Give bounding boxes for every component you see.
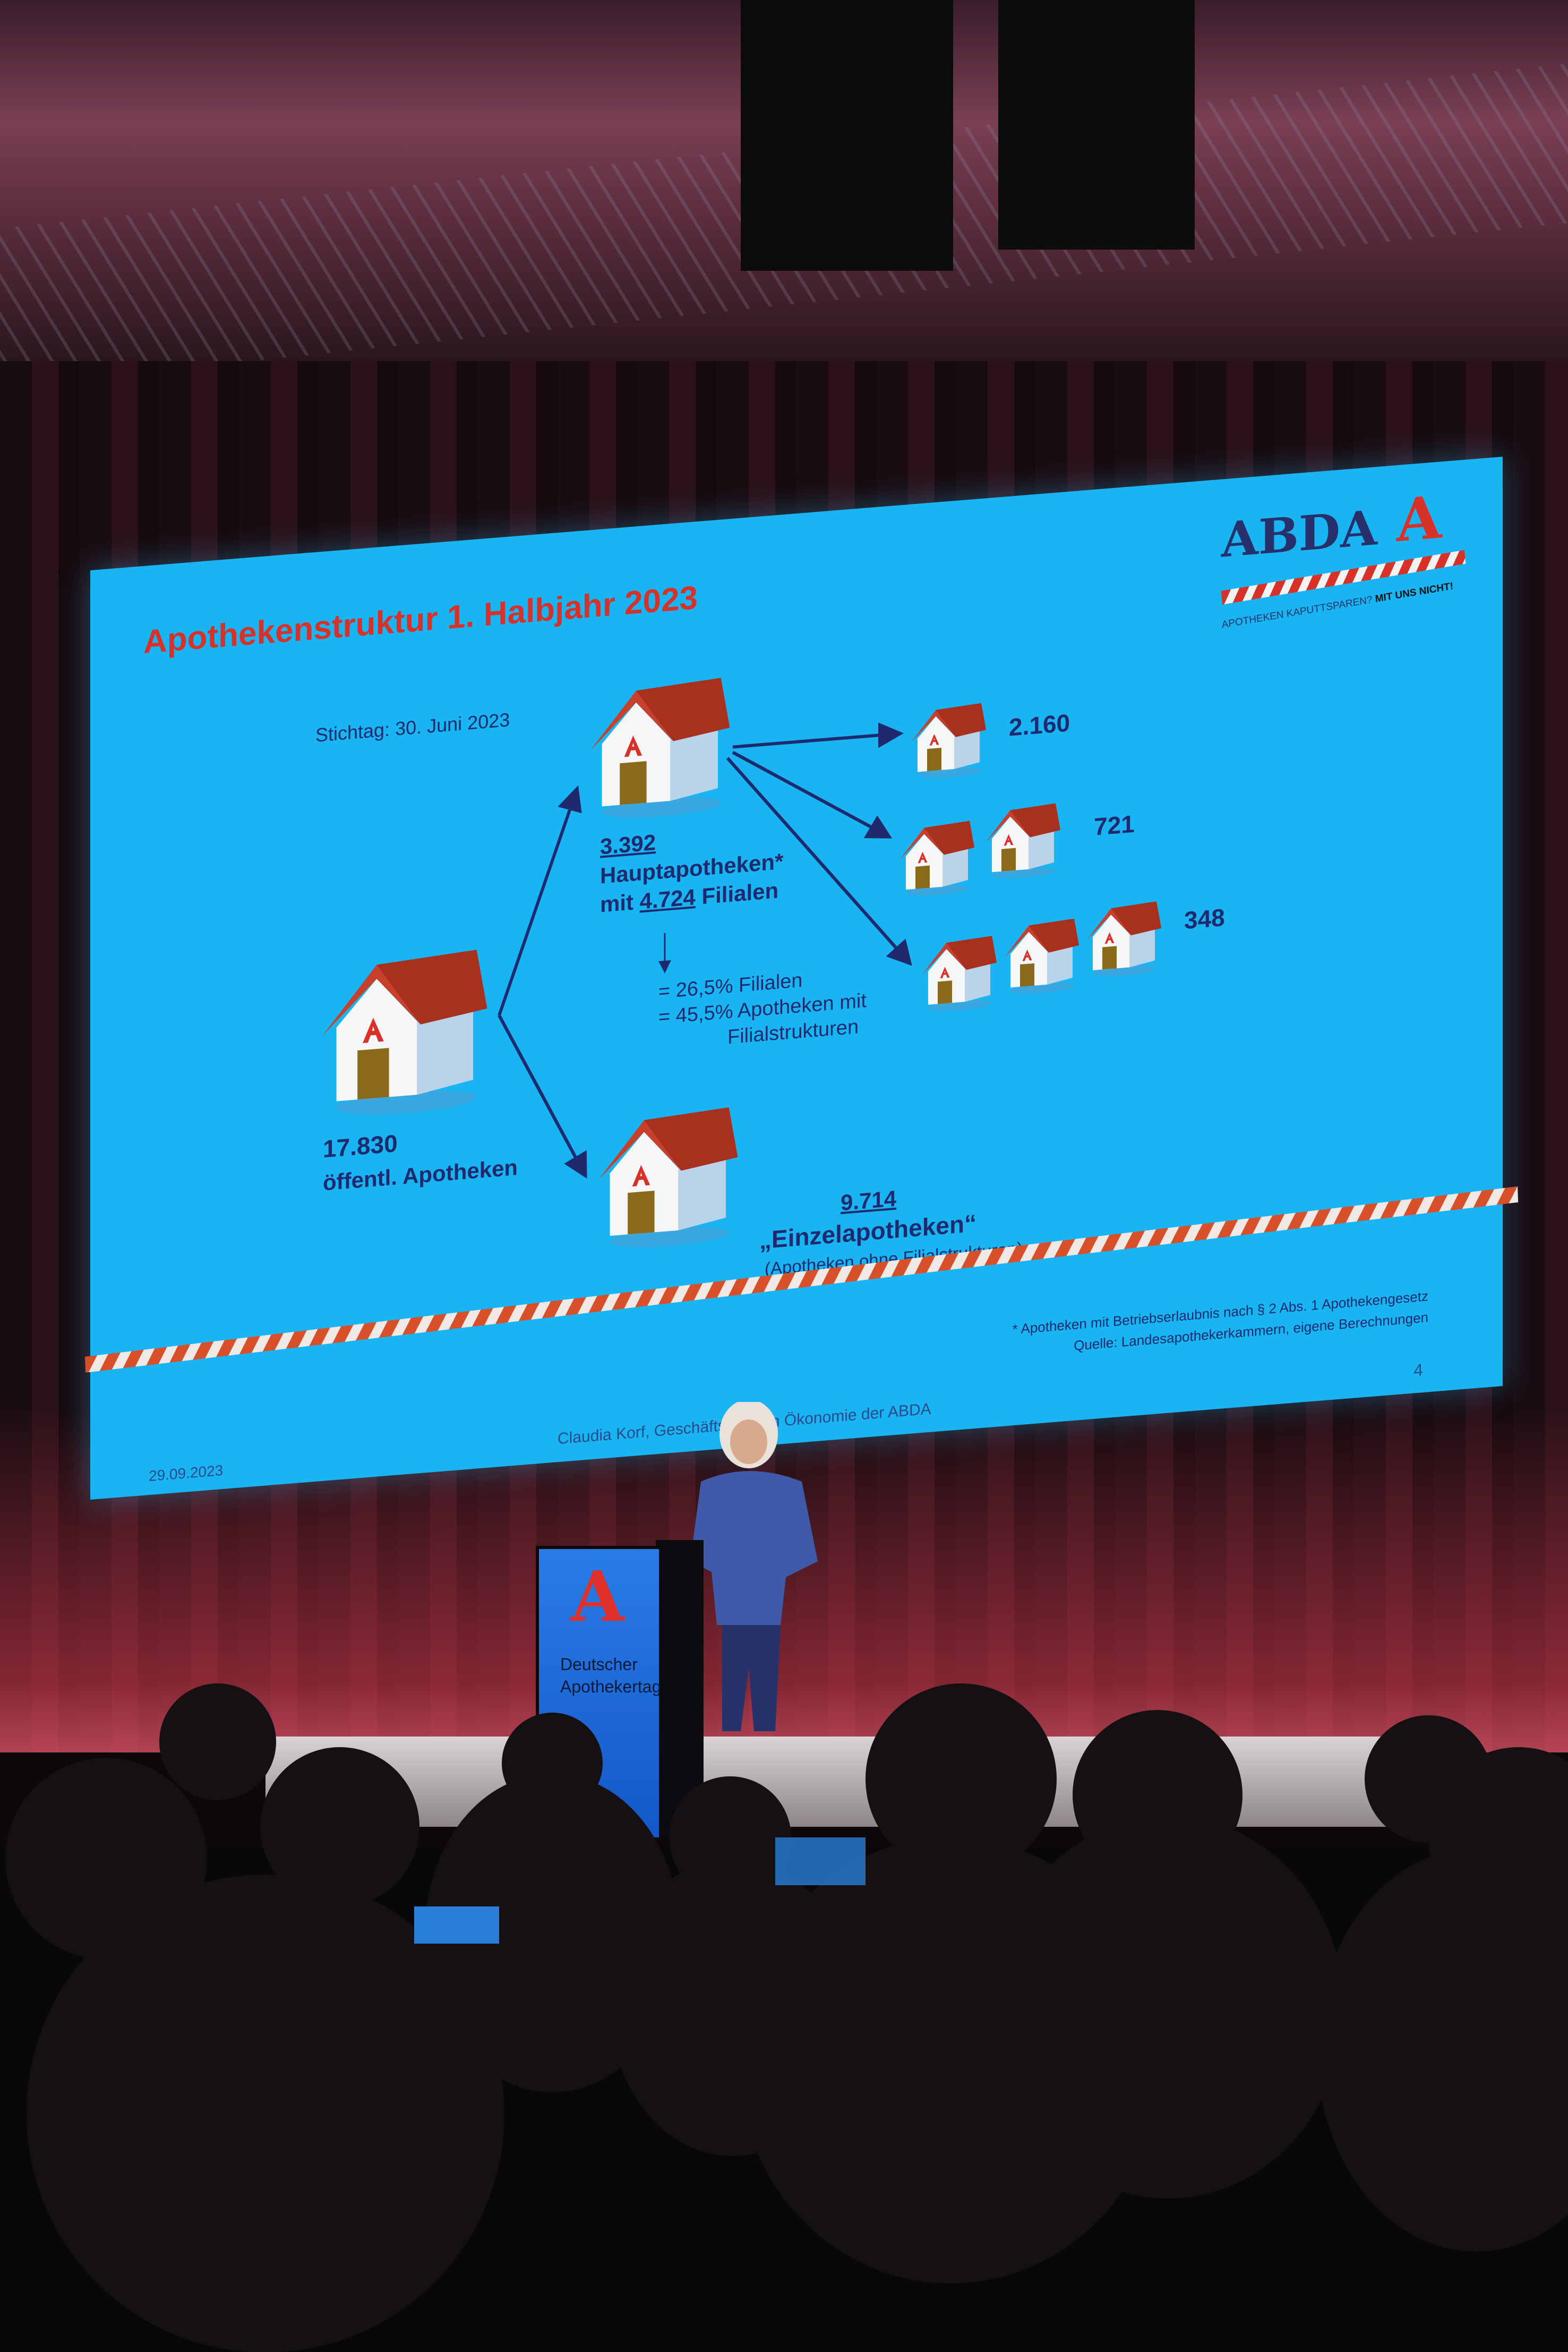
- logo-wordmark: ABDA: [1221, 499, 1377, 569]
- tagline-answer: MIT UNS NICHT!: [1374, 580, 1454, 605]
- pharmacy-a-icon: A: [571, 1556, 624, 1637]
- speaker-person: [690, 1402, 818, 1731]
- audience: [0, 1683, 1568, 2352]
- arrow-to-group-3: [726, 757, 912, 966]
- loudspeaker: [741, 0, 953, 271]
- arrows: [498, 722, 912, 1179]
- pharmacy-a-icon: A: [1396, 483, 1442, 555]
- loudspeaker: [998, 0, 1195, 250]
- lectern-text-2: Apothekertag: [560, 1677, 662, 1696]
- lectern-text-1: Deutscher: [560, 1655, 638, 1674]
- arrow-to-group-2: [732, 750, 893, 839]
- abda-logo: ABDA A APOTHEKEN KAPUTTSPAREN? MIT UNS N…: [1221, 483, 1476, 644]
- arrow-to-main: [498, 785, 582, 1016]
- page-number: 4: [1413, 1360, 1423, 1380]
- arrow-to-single: [498, 1014, 587, 1179]
- arrow-to-group-1: [733, 722, 904, 749]
- presentation-slide: Apothekenstruktur 1. Halbjahr 2023 Stich…: [85, 456, 1519, 1500]
